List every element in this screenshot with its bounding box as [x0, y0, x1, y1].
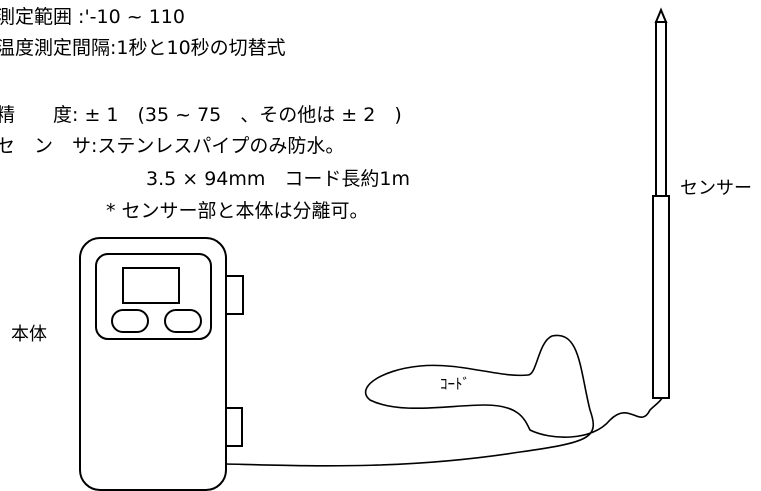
sensor-probe	[652, 7, 670, 399]
thermometer-body	[79, 237, 244, 491]
spec-line-measure-range: 測定範囲 :'-10 ~ 110	[0, 6, 185, 28]
spec-line-dimensions: 3.5 × 94mm コード長約1m	[146, 168, 411, 190]
body-label: 本体	[11, 324, 47, 345]
cord-label: ｺｰﾄﾞ	[440, 375, 471, 393]
cord-cable	[225, 334, 663, 467]
sensor-label: センサー	[680, 178, 752, 199]
display-frame	[95, 253, 212, 340]
side-switch-top	[225, 275, 244, 315]
probe-needle	[655, 21, 667, 197]
spec-line-sensor: セ ン サ:ステンレスパイプのみ防水。	[0, 135, 345, 157]
spec-line-interval: 温度測定間隔:1秒と10秒の切替式	[0, 37, 286, 59]
probe-handle	[652, 195, 670, 399]
spec-line-accuracy: 精 度: ± 1 (35 ~ 75 、その他は ± 2 )	[0, 104, 402, 126]
button-left	[111, 309, 149, 333]
probe-tip	[654, 7, 668, 23]
body-outline	[79, 237, 227, 491]
lcd-screen	[122, 267, 180, 304]
spec-line-separable-note: * センサー部と本体は分離可。	[106, 200, 369, 222]
side-switch-bottom	[225, 407, 243, 447]
button-right	[164, 309, 202, 333]
